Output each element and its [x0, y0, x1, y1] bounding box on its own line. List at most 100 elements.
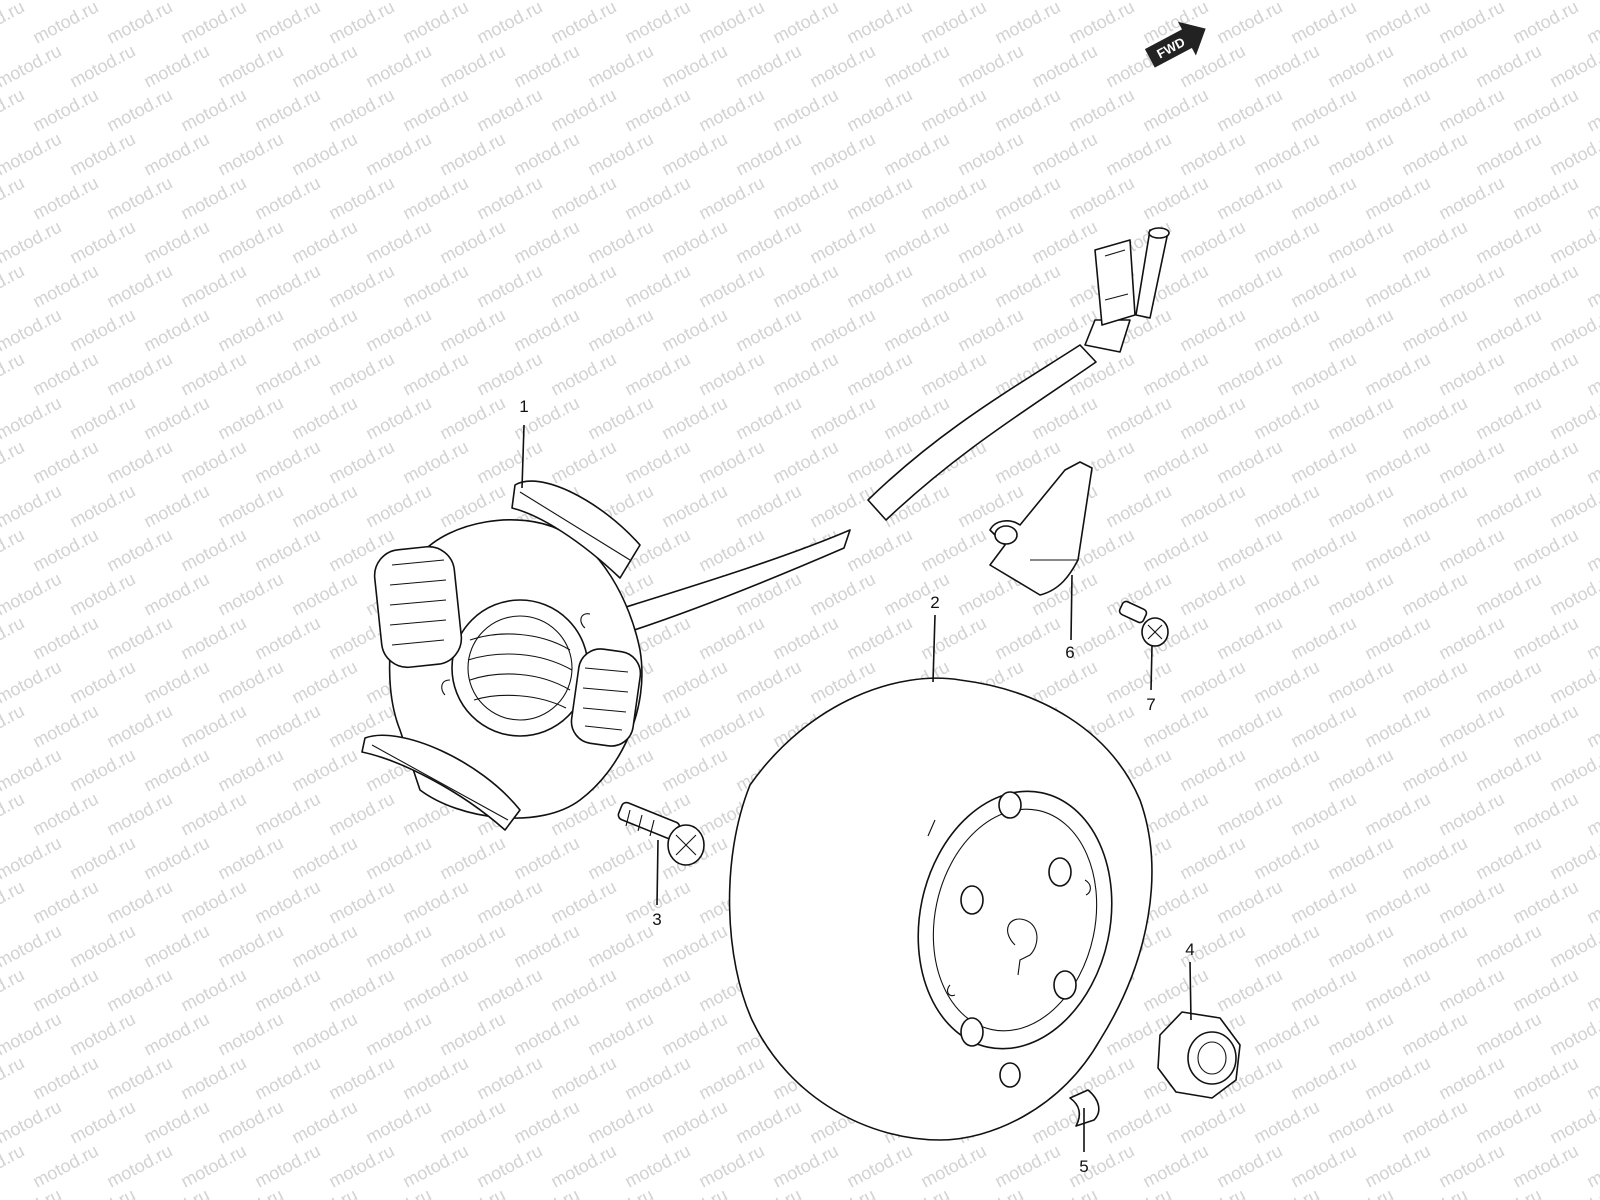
watermark-text: motod.ru [1250, 657, 1322, 708]
watermark-text: motod.ru [325, 965, 397, 1016]
watermark-text: motod.ru [510, 1097, 582, 1148]
watermark-text: motod.ru [288, 1097, 360, 1148]
watermark-text: motod.ru [954, 305, 1026, 356]
watermark-text: motod.ru [1509, 261, 1581, 312]
watermark-text: motod.ru [510, 305, 582, 356]
watermark-text: motod.ru [1213, 0, 1285, 48]
watermark-text: motod.ru [769, 261, 841, 312]
watermark-text: motod.ru [362, 129, 434, 180]
watermark-text: motod.ru [1028, 305, 1100, 356]
watermark-text: motod.ru [1065, 0, 1137, 48]
watermark-text: motod.ru [436, 305, 508, 356]
watermark-text: motod.ru [658, 1097, 730, 1148]
watermark-text: motod.ru [288, 129, 360, 180]
watermark-text: motod.ru [1065, 1141, 1137, 1192]
watermark-text: motod.ru [991, 85, 1063, 136]
watermark-text: motod.ru [103, 349, 175, 400]
watermark-text: motod.ru [214, 569, 286, 620]
watermark-text: motod.ru [288, 481, 360, 532]
watermark-text: motod.ru [658, 921, 730, 972]
watermark-text: motod.ru [29, 525, 101, 576]
watermark-text: motod.ru [917, 613, 989, 664]
watermark-text: motod.ru [1509, 173, 1581, 224]
watermark-text: motod.ru [251, 349, 323, 400]
watermark-text: motod.ru [1435, 877, 1507, 928]
watermark-text: motod.ru [584, 129, 656, 180]
watermark-text: motod.ru [880, 569, 952, 620]
watermark-text: motod.ru [880, 1185, 952, 1200]
watermark-text: motod.ru [1324, 393, 1396, 444]
watermark-text: motod.ru [1028, 41, 1100, 92]
watermark-text: motod.ru [843, 1141, 915, 1192]
watermark-text: motod.ru [732, 41, 804, 92]
watermark-text: motod.ru [991, 261, 1063, 312]
watermark-text: motod.ru [177, 613, 249, 664]
watermark-text: motod.ru [658, 745, 730, 796]
watermark-text: motod.ru [658, 129, 730, 180]
watermark-text: motod.ru [1472, 41, 1544, 92]
watermark-text: motod.ru [1324, 745, 1396, 796]
watermark-text: motod.ru [1287, 261, 1359, 312]
watermark-text: motod.ru [103, 789, 175, 840]
watermark-text: motod.ru [0, 85, 28, 136]
watermark-text: motod.ru [177, 437, 249, 488]
watermark-text: motod.ru [0, 701, 28, 752]
watermark-text: motod.ru [547, 965, 619, 1016]
watermark-text: motod.ru [1546, 569, 1600, 620]
watermark-text: motod.ru [0, 349, 28, 400]
watermark-text: motod.ru [1250, 833, 1322, 884]
callout-5: 5 [1079, 1157, 1088, 1176]
watermark-text: motod.ru [917, 349, 989, 400]
watermark-text: motod.ru [1472, 657, 1544, 708]
watermark-text: motod.ru [473, 965, 545, 1016]
watermark-text: motod.ru [1472, 217, 1544, 268]
wire-clamp-bracket [989, 461, 1093, 596]
watermark-text: motod.ru [1324, 921, 1396, 972]
watermark-text: motod.ru [362, 217, 434, 268]
watermark-text: motod.ru [1435, 173, 1507, 224]
watermark-text: motod.ru [66, 1097, 138, 1148]
watermark-text: motod.ru [1435, 349, 1507, 400]
watermark-text: motod.ru [1361, 877, 1433, 928]
watermark-text: motod.ru [66, 657, 138, 708]
watermark-text: motod.ru [806, 129, 878, 180]
watermark-text: motod.ru [1472, 569, 1544, 620]
watermark-text: motod.ru [0, 481, 65, 532]
watermark-text: motod.ru [66, 833, 138, 884]
watermark-text: motod.ru [473, 0, 545, 48]
watermark-text: motod.ru [621, 0, 693, 48]
callout-3: 3 [652, 910, 661, 929]
watermark-text: motod.ru [584, 0, 656, 4]
watermark-text: motod.ru [399, 965, 471, 1016]
watermark-text: motod.ru [1176, 833, 1248, 884]
flywheel-nut [1157, 1011, 1241, 1099]
watermark-text: motod.ru [251, 525, 323, 576]
watermark-text: motod.ru [0, 877, 28, 928]
watermark-text: motod.ru [954, 129, 1026, 180]
watermark-text: motod.ru [103, 0, 175, 48]
watermark-text: motod.ru [140, 481, 212, 532]
watermark-text: motod.ru [991, 173, 1063, 224]
watermark-text: motod.ru [1546, 1097, 1600, 1148]
watermark-text: motod.ru [843, 525, 915, 576]
watermark-text: motod.ru [399, 261, 471, 312]
watermark-text: motod.ru [1583, 85, 1600, 136]
watermark-text: motod.ru [436, 0, 508, 4]
watermark-text: motod.ru [0, 1097, 65, 1148]
watermark-text: motod.ru [695, 173, 767, 224]
watermark-text: motod.ru [1324, 657, 1396, 708]
watermark-text: motod.ru [1250, 305, 1322, 356]
watermark-text: motod.ru [399, 1053, 471, 1104]
watermark-text: motod.ru [1398, 129, 1470, 180]
watermark-text: motod.ru [29, 437, 101, 488]
watermark-text: motod.ru [1287, 437, 1359, 488]
watermark-text: motod.ru [1546, 657, 1600, 708]
watermark-text: motod.ru [177, 877, 249, 928]
watermark-text: motod.ru [695, 1141, 767, 1192]
watermark-text: motod.ru [1176, 129, 1248, 180]
watermark-text: motod.ru [177, 0, 249, 48]
watermark-text: motod.ru [1324, 305, 1396, 356]
watermark-text: motod.ru [1139, 525, 1211, 576]
watermark-text: motod.ru [1435, 261, 1507, 312]
watermark-text: motod.ru [1250, 1185, 1322, 1200]
